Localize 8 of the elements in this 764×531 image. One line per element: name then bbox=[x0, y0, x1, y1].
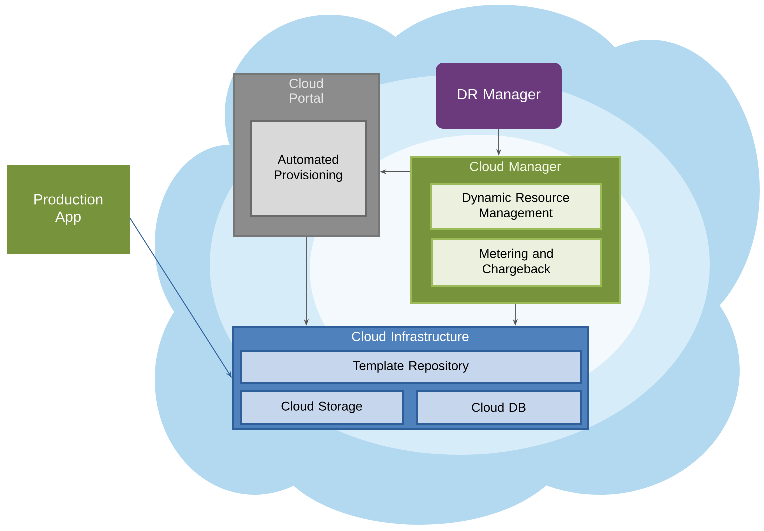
module-box: Cloud Storage bbox=[240, 390, 404, 425]
module-box: Metering and Chargeback bbox=[431, 238, 602, 287]
module-box: Dynamic Resource Management bbox=[430, 183, 602, 230]
manager-box: DR Manager bbox=[436, 63, 562, 129]
module-box: Cloud DB bbox=[416, 390, 582, 425]
app-box: Production App bbox=[7, 165, 130, 254]
module-box: Template Repository bbox=[240, 350, 582, 384]
module-box: Automated Provisioning bbox=[250, 120, 367, 217]
